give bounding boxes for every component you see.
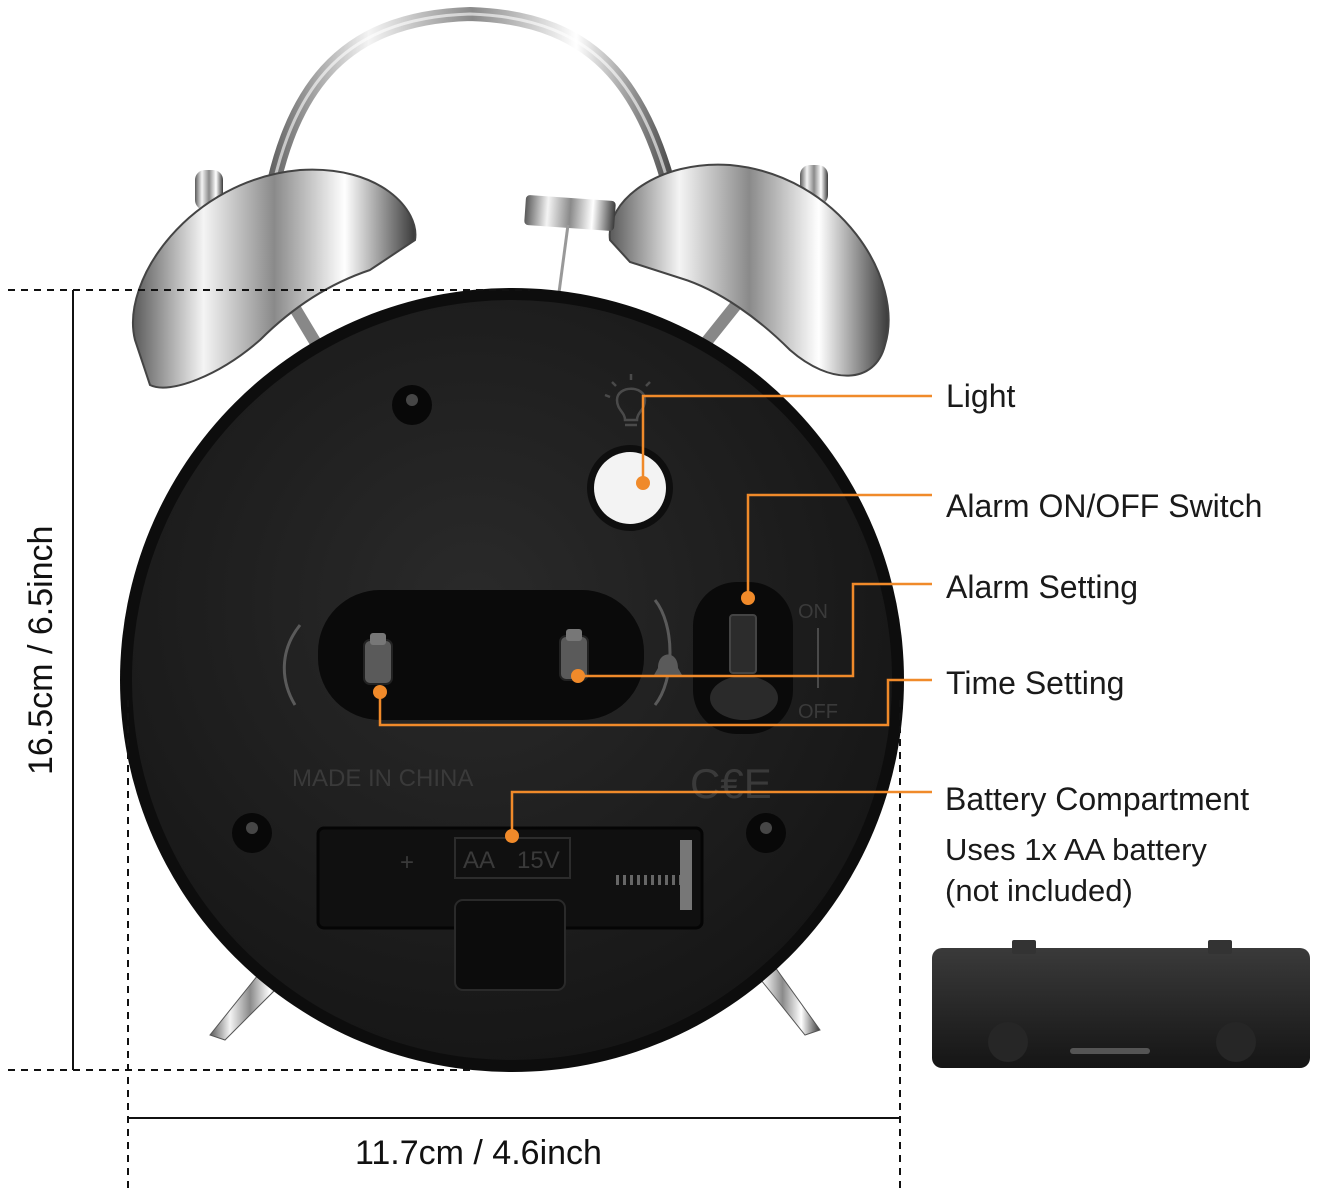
switch-on-label: ON <box>798 601 828 623</box>
knob-well <box>318 590 644 720</box>
alarm-switch-label: Alarm ON/OFF Switch <box>946 488 1263 524</box>
battery-compartment <box>316 826 704 991</box>
battery-polarity: + <box>400 849 414 876</box>
rotate-arrows <box>282 599 672 706</box>
battery-note-1: Uses 1x AA battery <box>945 832 1207 867</box>
battery-label: Battery Compartment <box>945 781 1250 817</box>
height-dimension-label: 16.5cm / 6.5inch <box>22 525 60 775</box>
ce-mark: C€E <box>690 760 772 807</box>
battery-type-mark: AA <box>463 847 495 874</box>
switch-off-label: OFF <box>798 701 838 723</box>
left-bell <box>132 168 417 389</box>
callout-lines <box>378 394 932 836</box>
battery-cover <box>932 940 1310 1068</box>
alarm-setting-label: Alarm Setting <box>946 569 1139 605</box>
dimension-lines <box>8 289 901 1191</box>
time-setting-label: Time Setting <box>946 665 1125 701</box>
width-dimension-label: 11.7cm / 4.6inch <box>355 1134 602 1172</box>
alarm-stop-pin <box>524 195 616 231</box>
light-label: Light <box>946 378 1016 414</box>
made-in-china-text: MADE IN CHINA <box>292 765 473 792</box>
alarm-switch-slider <box>729 614 757 674</box>
bulb-icon <box>604 374 651 427</box>
battery-voltage-mark: 15V <box>517 847 560 874</box>
alarm-knob <box>363 633 393 685</box>
callout-dots <box>373 476 755 843</box>
battery-note-2: (not included) <box>945 873 1133 908</box>
screw-holes <box>232 385 786 853</box>
right-bell <box>608 163 890 377</box>
bell-symbol <box>654 654 682 675</box>
light-button <box>587 445 673 531</box>
